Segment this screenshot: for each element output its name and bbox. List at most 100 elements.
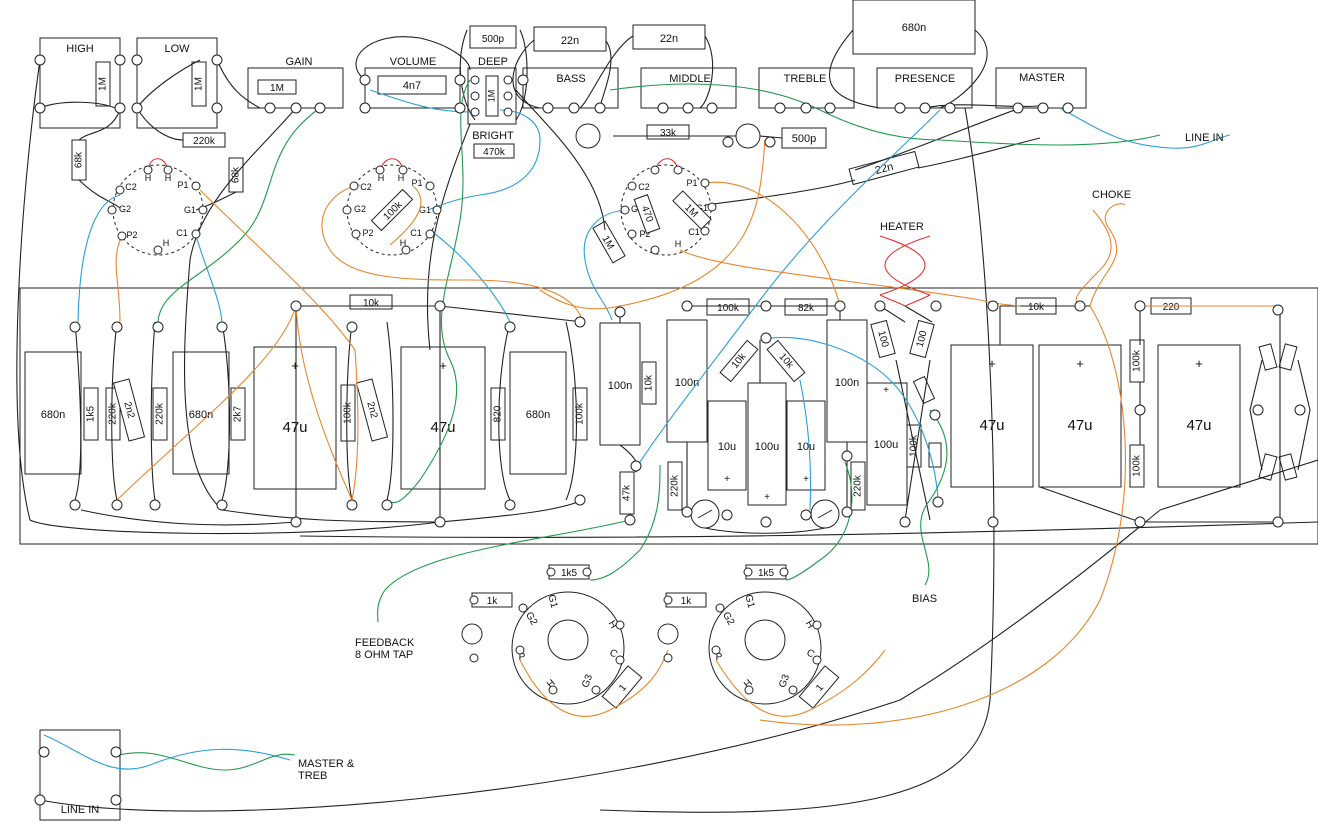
v1-pin-c1: C1 [176,228,188,238]
label-master-treb-1: MASTER & [298,758,355,770]
cap-10u-1: 10u [718,441,736,453]
cap-680n-3: 680n [526,409,550,421]
bass-cap-label: 22n [561,35,579,47]
res-68k-left: 68k [74,151,85,168]
label-feedback: FEEDBACK [355,637,415,649]
wires-red [147,158,931,307]
pot-bass: BASS [522,67,619,109]
turret-lugs [34,54,1306,806]
pot-treble: TREBLE [758,67,855,109]
cap-10u-1-plus: + [724,474,730,485]
pot-low-label: LOW [164,43,190,55]
label-heater: HEATER [880,221,924,233]
res-10k-b: 10k [644,374,655,391]
v2-pin-h-l: H [378,173,385,183]
cap-22n-diag: 22n [874,161,895,177]
pot-master: MASTER [995,67,1087,109]
v2-pin-g2: G2 [354,204,366,214]
v2-pin-h-b: H [400,238,407,248]
cap-10u-2-plus: + [803,474,809,485]
cap-2n2-1: 2n2 [121,401,136,420]
v4-res-1k: 1k [487,596,499,607]
v3-pin-p2: P2 [639,229,650,239]
v4-pin-h-r: H [606,619,619,631]
v5-pin-c: C [804,647,816,660]
pot-high-label: HIGH [66,43,94,55]
pot-master-label: MASTER [1019,72,1065,84]
v1-pin-h-l: H [145,173,152,183]
switch-bright-label: BRIGHT [472,130,514,142]
res-100k-b2: 100k [575,402,586,425]
res-220k-b1: 220k [108,402,119,425]
pot-low: LOW 1M [136,37,218,129]
treble-cap-label: 500p [792,133,816,145]
res-100k-d2: 100k [1132,454,1143,477]
v3-pin-g2: G2 [631,204,643,214]
v3-pin-g1: G1 [696,203,708,213]
v4-res-1: 1 [617,682,629,694]
pot-middle-label: MIDDLE [669,73,711,85]
bias-trimmers [690,499,840,529]
pot-low-res-label: 1M [194,77,205,91]
pot-treble-label: TREBLE [784,73,827,85]
cap-100u-2: 100u [874,439,898,451]
switch-deep-label: DEEP [478,56,508,68]
res-100k-top: 100k [717,303,740,314]
v2-pin-c2: C2 [360,182,372,192]
tube-v4: G1 G2 P H H G3 C 1k5 1k 1 [461,564,643,709]
v1-pin-c2: C2 [125,182,137,192]
wires-orange [115,139,1280,726]
label-line-in-bottom: LINE IN [61,804,100,816]
res-10k-e: 10k [1028,302,1045,313]
cap-47u-1-plus: + [291,358,299,373]
res-1k5-board: 1k5 [86,406,97,423]
res-2k7: 2k7 [233,406,244,423]
cap-47u-5-plus: + [1195,356,1203,371]
res-100-b: 100 [915,329,930,348]
v5-pin-g1: G1 [742,593,756,609]
v5-pin-h-r: H [803,619,816,631]
v3-pin-h: H [675,239,682,249]
cap-47u-4-plus: + [1076,356,1084,371]
v5-res-1k5: 1k5 [758,568,775,579]
bright-res-label: 470k [483,147,506,158]
presence-cap-label: 680n [902,22,926,34]
v1-pin-h-r: H [165,173,172,183]
cap-47u-5: 47u [1186,417,1211,434]
v1-pin-g2: G2 [119,204,131,214]
pot-high-res-label: 1M [98,77,109,91]
v2-pin-h-r: H [398,173,405,183]
wires-green [119,79,1161,771]
cap-100u-1: 100u [755,441,779,453]
label-master-treb-2: TREB [298,770,327,782]
cap-10u-2: 10u [797,441,815,453]
pot-middle: MIDDLE [640,67,737,109]
v2-pin-c1: C1 [410,228,422,238]
v2-pin-p2: P2 [362,228,373,238]
label-line-in-top: LINE IN [1185,132,1224,144]
volume-cap-label: 4n7 [403,80,421,92]
pot-bass-label: BASS [556,73,585,85]
v4-pin-g1: G1 [545,593,559,609]
tube-v3: C2 G2 P1 G1 P2 C1 H 470 1M 1M [592,164,712,264]
mid-cap-label: 22n [660,33,678,45]
res-10k-a: 10k [363,298,380,309]
v2-pin-g1: G1 [419,205,431,215]
cap-47u-3-plus: + [988,356,996,371]
wires-blue [43,89,1231,770]
tube-v5: G1 G2 P H H G3 C 1k5 1k 1 [657,564,840,709]
res-82k: 82k [798,303,815,314]
v4-pin-c: C [607,647,619,660]
v4-pin-p: P [519,652,526,663]
res-220: 220 [1163,302,1180,313]
v4-pin-g2: G2 [523,610,539,627]
v5-pin-g3: G3 [777,673,792,690]
v4-res-1k5: 1k5 [561,568,578,579]
v5-pin-p: P [716,652,723,663]
v1-pin-p2: P2 [126,230,137,240]
cap-100u-2-plus: + [883,385,889,396]
label-bias: BIAS [912,593,937,605]
cap-680n-2: 680n [189,409,213,421]
cap-47u-1: 47u [282,419,307,436]
